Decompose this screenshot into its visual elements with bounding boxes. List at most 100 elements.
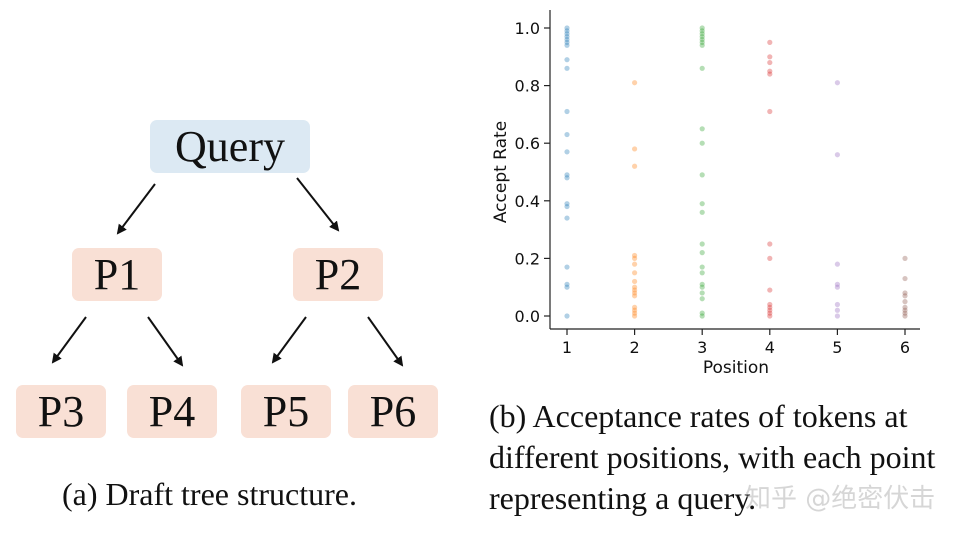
y-tick-label: 0.2	[515, 249, 540, 268]
tree-node-p5: P5	[241, 385, 331, 438]
data-point	[632, 307, 638, 313]
data-point	[564, 28, 570, 34]
data-point	[632, 146, 638, 152]
data-point	[699, 250, 705, 256]
data-point	[767, 39, 773, 46]
data-point	[699, 34, 705, 40]
data-point	[767, 54, 773, 60]
node-label: P5	[262, 387, 310, 436]
data-point	[632, 290, 638, 296]
data-point	[902, 313, 908, 319]
data-point	[632, 270, 638, 276]
y-tick-label: 0.6	[515, 134, 540, 153]
data-point	[564, 313, 570, 319]
caption-a: (a) Draft tree structure.	[62, 476, 357, 512]
data-point	[632, 284, 638, 290]
data-point	[902, 275, 908, 282]
x-tick-label: 6	[900, 338, 910, 357]
data-point	[632, 278, 638, 285]
data-point	[902, 304, 908, 310]
data-point	[564, 39, 570, 46]
data-point	[767, 108, 773, 115]
data-point	[902, 255, 908, 261]
data-point	[699, 172, 705, 178]
data-point	[699, 281, 705, 287]
arrow-p1-p4	[147, 316, 184, 367]
data-point	[767, 255, 773, 261]
data-point	[834, 307, 840, 313]
data-point	[564, 201, 570, 207]
data-point	[767, 307, 773, 313]
data-point	[564, 34, 570, 40]
tree-node-p1: P1	[72, 248, 162, 301]
data-point	[699, 270, 705, 276]
y-tick-label: 0.4	[515, 192, 540, 211]
data-point	[834, 80, 840, 86]
data-point	[902, 307, 908, 313]
node-label: P6	[369, 387, 417, 436]
data-point	[564, 25, 570, 31]
series-position-4	[767, 39, 773, 319]
data-point	[564, 203, 570, 210]
data-point	[767, 310, 773, 316]
data-point	[632, 313, 638, 319]
data-point	[699, 290, 705, 296]
y-tick-label: 1.0	[515, 19, 540, 38]
data-point	[699, 39, 705, 46]
data-point	[564, 284, 570, 290]
x-tick-label: 2	[630, 338, 640, 357]
data-point	[564, 42, 570, 48]
data-point	[699, 126, 705, 132]
data-point	[564, 149, 570, 155]
node-label: Query	[175, 122, 285, 171]
data-point	[834, 281, 840, 287]
data-point	[632, 304, 638, 310]
data-point	[564, 31, 570, 37]
node-label: P1	[93, 250, 141, 299]
tree-arrows	[51, 177, 404, 367]
data-point	[632, 163, 638, 169]
data-point	[632, 252, 638, 259]
data-point	[632, 293, 638, 299]
data-point	[632, 261, 638, 267]
x-tick-label: 3	[697, 338, 707, 357]
data-point	[699, 209, 705, 215]
x-tick-label: 1	[562, 338, 572, 357]
data-points	[564, 25, 908, 319]
tree-node-p4: P4	[127, 385, 217, 438]
series-position-3	[699, 25, 705, 319]
x-tick-label: 4	[765, 338, 775, 357]
arrow-p2-p5	[271, 316, 307, 364]
data-point	[902, 310, 908, 316]
data-point	[699, 25, 705, 31]
data-point	[564, 264, 570, 270]
data-point	[564, 108, 570, 115]
arrow-p1-p3	[51, 316, 87, 364]
series-position-2	[632, 80, 638, 319]
data-point	[564, 57, 570, 63]
data-point	[834, 301, 840, 308]
data-point	[564, 131, 570, 138]
data-point	[767, 287, 773, 293]
tree-node-p2: P2	[293, 248, 383, 301]
tree-node-query: Query	[150, 120, 310, 173]
data-point	[699, 140, 705, 146]
data-point	[834, 152, 840, 158]
data-point	[699, 42, 705, 48]
data-point	[699, 264, 705, 270]
x-axis-label: Position	[703, 358, 769, 378]
data-point	[902, 299, 908, 305]
x-tick-label: 5	[832, 338, 842, 357]
node-label: P4	[148, 387, 196, 436]
data-point	[767, 71, 773, 77]
data-point	[699, 284, 705, 290]
data-point	[767, 59, 773, 66]
data-point	[564, 281, 570, 287]
data-point	[564, 215, 570, 221]
data-point	[699, 36, 705, 43]
data-point	[632, 255, 638, 261]
data-point	[564, 36, 570, 43]
node-label: P3	[37, 387, 85, 436]
y-axis-label: Accept Rate	[491, 121, 511, 223]
